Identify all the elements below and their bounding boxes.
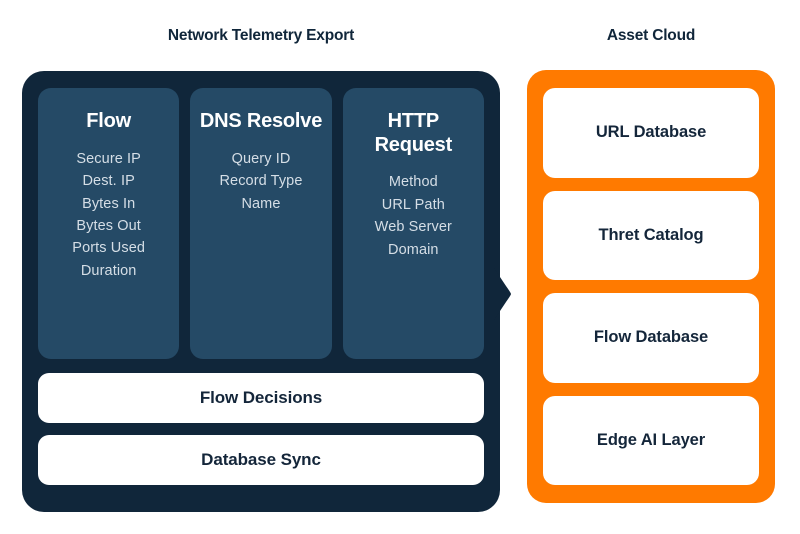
column-item: Dest. IP	[82, 173, 135, 190]
column-item: Duration	[80, 262, 137, 279]
network-telemetry-export-panel: Flow Secure IP Dest. IP Bytes In Bytes O…	[22, 71, 500, 512]
right-section-title: Asset Cloud	[606, 27, 696, 44]
column-item: URL Path	[381, 196, 445, 213]
column-items-flow: Secure IP Dest. IP Bytes In Bytes Out Po…	[46, 148, 171, 283]
database-sync-bar[interactable]: Database Sync	[38, 435, 484, 485]
column-item: Secure IP	[76, 150, 141, 167]
asset-cloud-panel: URL Database Thret Catalog Flow Database…	[527, 70, 775, 503]
column-item: Query ID	[231, 150, 291, 167]
asset-card-url-database[interactable]: URL Database	[543, 88, 759, 178]
column-item: Method	[388, 174, 438, 191]
asset-card-edge-ai-layer[interactable]: Edge AI Layer	[543, 395, 759, 485]
left-section-title: Network Telemetry Export	[167, 27, 355, 44]
column-item: Web Server Domain	[374, 219, 452, 258]
column-card-flow[interactable]: Flow Secure IP Dest. IP Bytes In Bytes O…	[38, 88, 180, 359]
asset-card-thret-catalog[interactable]: Thret Catalog	[543, 190, 759, 280]
telemetry-columns-row: Flow Secure IP Dest. IP Bytes In Bytes O…	[38, 88, 484, 359]
column-card-dns-resolve[interactable]: DNS Resolve Query ID Record Type Name	[190, 88, 332, 359]
column-items-dns-resolve: Query ID Record Type Name	[198, 148, 323, 215]
column-heading-flow: Flow	[86, 110, 132, 132]
column-card-http-request[interactable]: HTTP Request Method URL Path Web Server …	[342, 88, 484, 359]
column-item: Bytes Out	[76, 218, 141, 234]
column-item: Bytes In	[82, 195, 136, 212]
column-item: Record Type	[219, 173, 303, 190]
flow-decisions-bar[interactable]: Flow Decisions	[38, 373, 484, 423]
column-heading-dns-resolve: DNS Resolve	[199, 110, 323, 132]
column-item: Name	[241, 195, 281, 212]
column-items-http-request: Method URL Path Web Server Domain	[351, 171, 476, 261]
column-item: Ports Used	[72, 240, 146, 257]
column-heading-http-request: HTTP Request	[374, 110, 453, 156]
asset-card-flow-database[interactable]: Flow Database	[543, 293, 759, 383]
